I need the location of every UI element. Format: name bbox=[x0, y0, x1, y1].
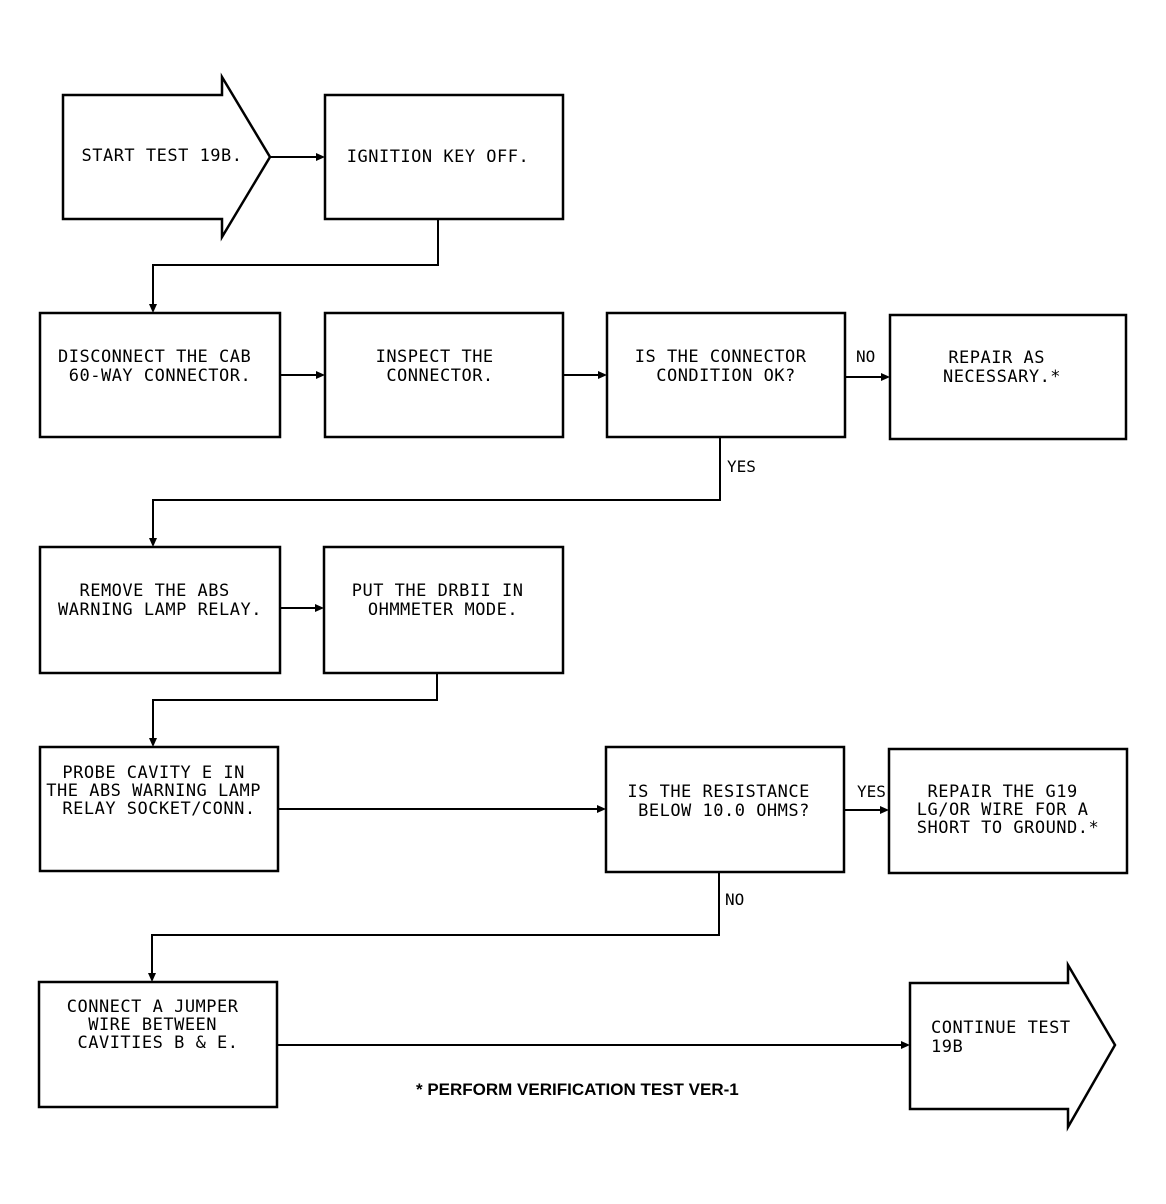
label-yes-2: YES bbox=[857, 782, 886, 801]
connector-no-jumper bbox=[151, 872, 720, 975]
remove-relay-box bbox=[38, 545, 282, 675]
connector-ohmmeter-probe bbox=[152, 673, 438, 740]
probe-text: PROBE CAVITY E IN THE ABS WARNING LAMP R… bbox=[46, 763, 271, 819]
inspect-box bbox=[323, 311, 565, 439]
continue-arrow bbox=[908, 960, 1117, 1132]
footnote: * PERFORM VERIFICATION TEST VER-1 bbox=[416, 1080, 739, 1099]
repair-text-1: REPAIR AS NECESSARY.* bbox=[943, 348, 1061, 387]
ohmmeter-text: PUT THE DRBII IN OHMMETER MODE. bbox=[352, 581, 535, 620]
arrowhead bbox=[597, 805, 606, 813]
label-no-2: NO bbox=[725, 890, 744, 909]
label-no-1: NO bbox=[856, 347, 875, 366]
arrowhead bbox=[598, 371, 607, 379]
label-yes-1: YES bbox=[727, 457, 756, 476]
disconnect-text: DISCONNECT THE CAB 60-WAY CONNECTOR. bbox=[58, 347, 262, 386]
remove-relay-text: REMOVE THE ABS WARNING LAMP RELAY. bbox=[58, 581, 262, 620]
inspect-text: INSPECT THE CONNECTOR. bbox=[376, 347, 505, 386]
connector-ok-text: IS THE CONNECTOR CONDITION OK? bbox=[635, 347, 818, 386]
arrowhead bbox=[149, 538, 157, 547]
resistance-text: IS THE RESISTANCE BELOW 10.0 OHMS? bbox=[627, 782, 820, 821]
repair-text-2: REPAIR THE G19 LG/OR WIRE FOR A SHORT TO… bbox=[917, 782, 1100, 838]
arrowhead bbox=[149, 738, 157, 747]
continue-text: CONTINUE TEST 19B bbox=[931, 1018, 1081, 1057]
arrowhead bbox=[315, 604, 324, 612]
jumper-text: CONNECT A JUMPER WIRE BETWEEN CAVITIES B… bbox=[67, 997, 250, 1053]
ohmmeter-box bbox=[322, 545, 565, 675]
repair-box-2 bbox=[887, 747, 1129, 875]
arrowhead bbox=[316, 371, 325, 379]
arrowhead bbox=[881, 373, 890, 381]
ignition-box bbox=[323, 93, 565, 221]
arrowhead bbox=[880, 806, 889, 814]
ignition-text: IGNITION KEY OFF. bbox=[347, 147, 530, 167]
arrowhead bbox=[149, 304, 157, 313]
start-text: START TEST 19B. bbox=[81, 146, 242, 166]
start-arrow bbox=[61, 72, 272, 242]
arrowhead bbox=[316, 153, 325, 161]
connector-ignition-disconnect bbox=[152, 219, 439, 306]
connector-ok-box bbox=[605, 311, 847, 439]
arrowhead bbox=[148, 973, 156, 982]
disconnect-box bbox=[38, 311, 282, 439]
arrowhead bbox=[901, 1041, 910, 1049]
connector-yes-remove-relay bbox=[152, 437, 721, 540]
